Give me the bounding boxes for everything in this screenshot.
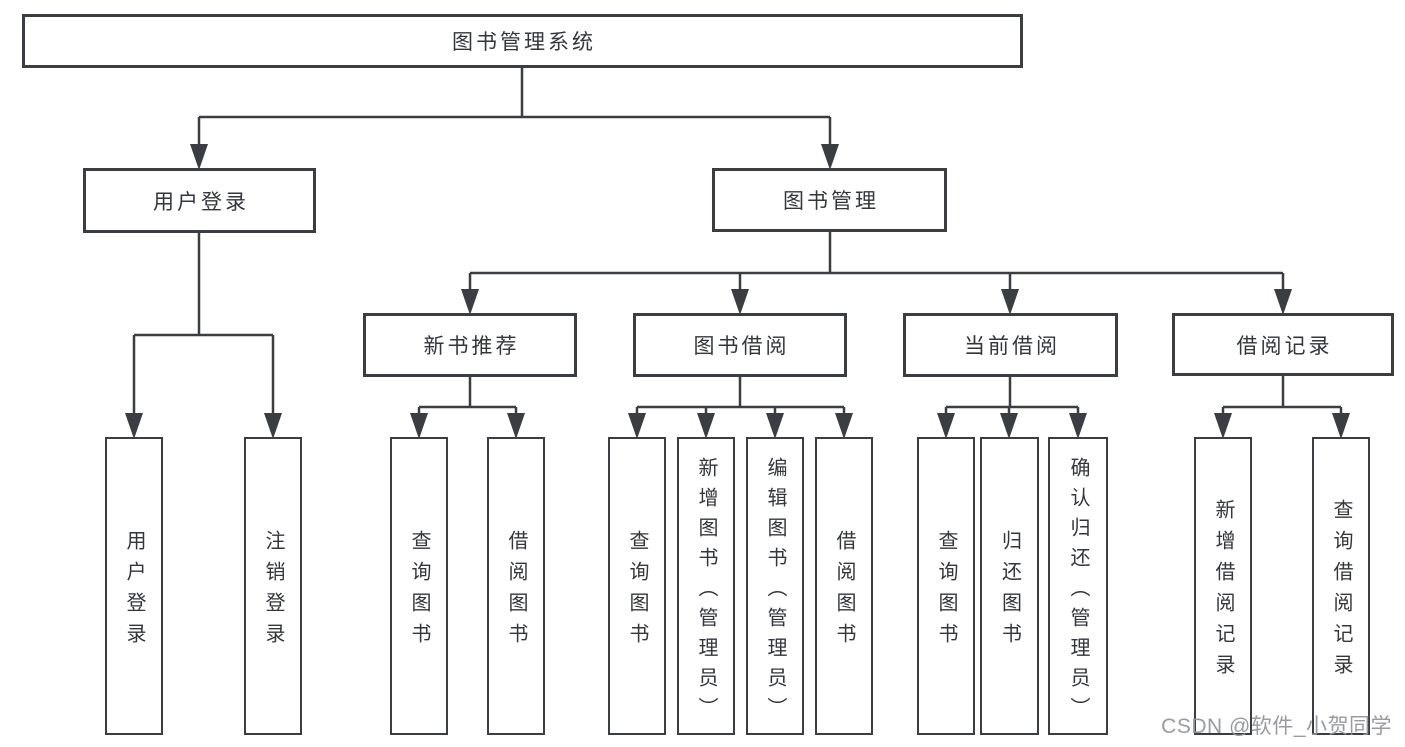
node-leaf-borrow-borrow-book-label: 借阅图书 [833,529,855,654]
node-leaf-borrow-borrow-book: 借阅图书 [815,437,873,735]
node-leaf-recommend-borrow-book: 借阅图书 [487,437,545,735]
connector-book-borrow-children [628,375,853,439]
node-leaf-current-return-book-label: 归还图书 [998,529,1021,654]
node-leaf-current-query-book-label: 查询图书 [935,529,957,654]
node-leaf-borrow-add-book-label: 新增图书（管理员） [695,456,717,727]
node-new-book-recommend: 新书推荐 [363,313,577,377]
node-leaf-record-add-label: 新增借阅记录 [1212,498,1234,685]
node-book-borrow: 图书借阅 [633,313,847,377]
node-leaf-recommend-query-book: 查询图书 [390,437,448,735]
node-borrow-record: 借阅记录 [1172,313,1394,376]
connector-borrow-record-children [1214,375,1350,439]
node-current-borrow: 当前借阅 [903,313,1118,377]
node-leaf-record-query-label: 查询借阅记录 [1330,498,1352,685]
node-book-management-label: 图书管理 [783,190,879,213]
node-leaf-recommend-borrow-book-label: 借阅图书 [505,529,527,654]
node-leaf-current-confirm-return-label: 确认归还（管理员） [1067,456,1089,727]
node-root: 图书管理系统 [22,14,1023,68]
node-leaf-login: 用户登录 [105,437,163,735]
node-leaf-logout: 注销登录 [244,437,302,735]
connector-root-to-level2 [190,66,839,170]
csdn-watermark: CSDN @软件_小贺同学 [1161,715,1392,738]
connector-user-login-children [125,231,282,439]
node-leaf-borrow-edit-book-label: 编辑图书（管理员） [764,456,786,727]
node-leaf-borrow-query-book-label: 查询图书 [626,529,648,654]
node-leaf-current-return-book: 归还图书 [980,437,1039,735]
node-current-borrow-label: 当前借阅 [964,335,1060,358]
node-leaf-borrow-add-book: 新增图书（管理员） [677,437,735,735]
node-leaf-borrow-edit-book: 编辑图书（管理员） [746,437,804,735]
node-leaf-logout-label: 注销登录 [262,529,284,654]
node-leaf-login-label: 用户登录 [123,529,145,654]
node-leaf-current-query-book: 查询图书 [917,437,975,735]
connector-book-management-children [461,230,1292,315]
node-leaf-record-add: 新增借阅记录 [1194,437,1252,735]
node-leaf-current-confirm-return: 确认归还（管理员） [1048,437,1108,735]
node-book-management: 图书管理 [712,168,947,232]
node-leaf-record-query: 查询借阅记录 [1312,437,1370,735]
node-user-login: 用户登录 [83,168,316,233]
node-book-borrow-label: 图书借阅 [693,335,790,358]
node-root-label: 图书管理系统 [452,31,596,54]
node-new-book-recommend-label: 新书推荐 [423,335,520,358]
connector-current-borrow-children [937,375,1087,439]
node-leaf-recommend-query-book-label: 查询图书 [408,529,430,654]
connector-new-book-recommend-children [410,375,525,439]
node-borrow-record-label: 借阅记录 [1236,334,1333,358]
node-leaf-borrow-query-book: 查询图书 [608,437,666,735]
node-user-login-label: 用户登录 [153,190,249,214]
